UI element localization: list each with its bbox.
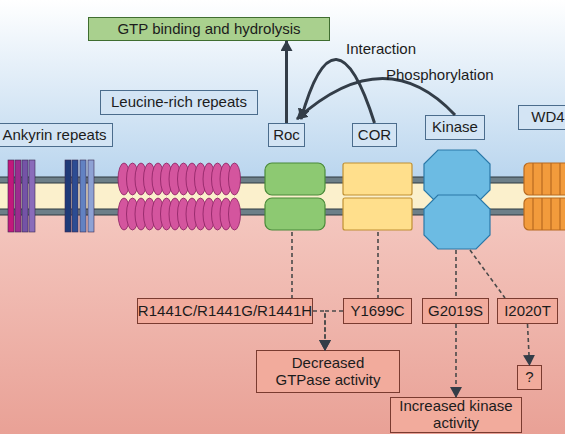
domain-label: Ankyrin repeats [0, 123, 113, 147]
domain-label: Kinase [425, 115, 485, 140]
node-text: I2020T [504, 303, 551, 320]
dashed-arrow [455, 324, 457, 397]
dashed-arrow [528, 324, 530, 365]
roc-domain [265, 163, 325, 230]
ankyrin-bars [8, 160, 94, 232]
leucine-rich-repeat-ellipses [118, 163, 241, 230]
node-text: Ankyrin repeats [2, 127, 106, 144]
dashed-arrow [325, 311, 343, 350]
cor-domain [343, 163, 412, 230]
node-text: Increased kinase activity [395, 398, 517, 432]
arrow [285, 41, 288, 123]
mutation-box: R1441C/R1441G/R1441H [137, 298, 313, 324]
domain-label: Leucine-rich repeats [100, 90, 258, 115]
domain-label: COR [352, 123, 397, 147]
node-text: ? [525, 369, 533, 386]
node-text: GTP binding and hydrolysis [117, 21, 300, 38]
dashed-arrow [313, 311, 325, 350]
mutation-box: G2019S [422, 298, 489, 324]
node-text: Kinase [432, 119, 478, 136]
node-text: R1441C/R1441G/R1441H [138, 303, 312, 320]
mutation-box: Y1699C [343, 298, 412, 324]
effect-box: Increased kinase activity [390, 397, 522, 433]
mutation-box: I2020T [497, 298, 558, 324]
edge-label: Phosphorylation [386, 66, 494, 83]
effect-box: Decreased GTPase activity [256, 350, 400, 393]
arrow [297, 78, 455, 119]
kinase-domain [424, 150, 490, 249]
effect-box: ? [517, 365, 542, 390]
arrow [301, 59, 375, 123]
edge-label: Interaction [346, 40, 416, 57]
node-text: Roc [273, 127, 300, 144]
leader-lines [292, 232, 505, 298]
domain-label: Roc [268, 123, 305, 147]
node-text: COR [358, 127, 391, 144]
cytosol-band [0, 0, 565, 180]
node-text: WD4 [531, 109, 564, 126]
node-text: Decreased GTPase activity [271, 355, 385, 389]
wd40-domain [524, 163, 565, 230]
node-text: Leucine-rich repeats [111, 94, 247, 111]
domain-label: WD4 [518, 105, 565, 130]
gtp-box: GTP binding and hydrolysis [88, 17, 330, 41]
node-text: Y1699C [350, 303, 404, 320]
node-text: G2019S [428, 303, 483, 320]
